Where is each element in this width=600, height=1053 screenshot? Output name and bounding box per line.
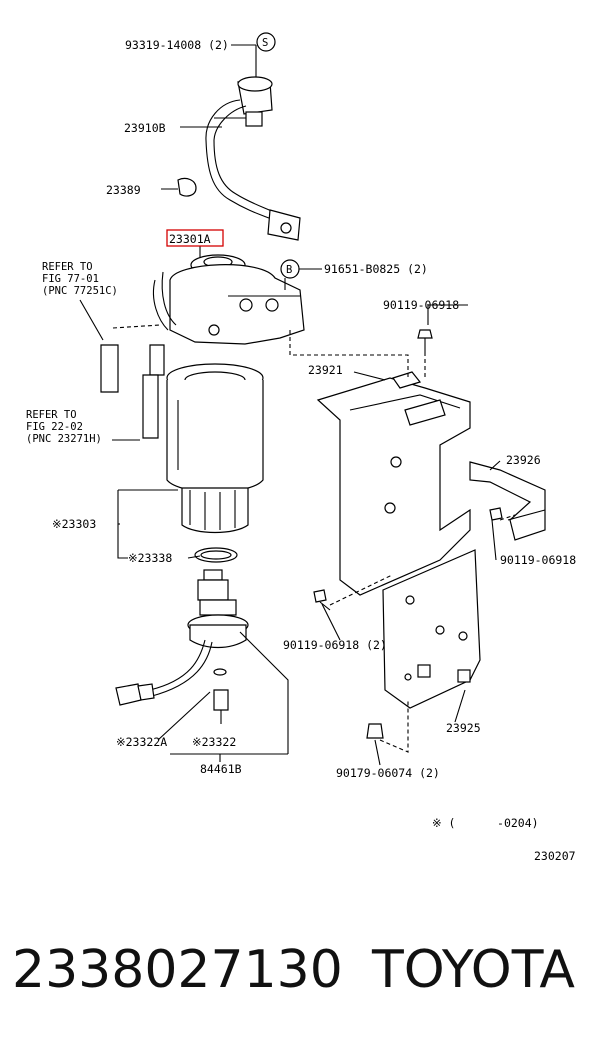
refer-note-1-line1: REFER TO — [42, 261, 93, 273]
label-23389: 23389 — [106, 183, 141, 197]
label-23925: 23925 — [446, 721, 481, 735]
label-90119-06918-right: 90119-06918 — [500, 553, 576, 567]
leader-lines — [117, 304, 501, 766]
filter-head-drawing — [149, 246, 305, 376]
s-marker — [256, 32, 276, 52]
label-23322: ※23322 — [192, 735, 236, 749]
bracket-23925-drawing — [382, 549, 481, 709]
label-93319-14008: 93319-14008 (2) — [125, 38, 229, 52]
label-23301a: 23301A — [169, 232, 211, 246]
label-23338: ※23338 — [128, 551, 172, 565]
label-84461b: 84461B — [200, 762, 242, 776]
refer-note-2-line3: (PNC 23271H) — [26, 433, 102, 445]
label-23303: ※23303 — [52, 517, 96, 531]
label-90119-06918-left: 90119-06918 (2) — [283, 638, 387, 652]
bracket-23926-drawing — [469, 461, 546, 541]
refer-note-1-line2: FIG 77-01 — [42, 273, 99, 285]
refer-note-1-line3: (PNC 77251C) — [42, 285, 118, 297]
label-90119-06918-top: 90119-06918 — [383, 298, 459, 312]
figure-code: 230207 — [534, 849, 576, 863]
highlight-box — [166, 229, 224, 247]
part-number-footer: 2338027130 — [12, 940, 343, 1000]
refer-note-2-line2: FIG 22-02 — [26, 421, 83, 433]
label-23921: 23921 — [308, 363, 343, 377]
label-90179-06074: 90179-06074 (2) — [336, 766, 440, 780]
fuel-pipes-drawing — [79, 299, 161, 441]
label-23926: 23926 — [506, 453, 541, 467]
brand-footer: TOYOTA — [372, 940, 575, 1000]
s-marker-label: S — [262, 37, 268, 49]
drain-sensor-drawing — [115, 569, 289, 762]
sensor-harness-drawing — [161, 44, 301, 241]
fuel-filter-drawing — [166, 363, 264, 563]
label-23322a: ※23322A — [116, 735, 167, 749]
bolts-drawing — [313, 329, 503, 739]
applicability-note: ※ ( -0204) — [432, 816, 539, 830]
label-91651-b0825: 91651-B0825 (2) — [324, 262, 428, 276]
assembly-lines — [289, 330, 516, 753]
parts-diagram: S B — [26, 32, 576, 863]
refer-note-2-line1: REFER TO — [26, 409, 77, 421]
label-23910b: 23910B — [124, 121, 166, 135]
bracket-23921-drawing — [316, 371, 471, 596]
b-marker-label: B — [286, 264, 292, 276]
